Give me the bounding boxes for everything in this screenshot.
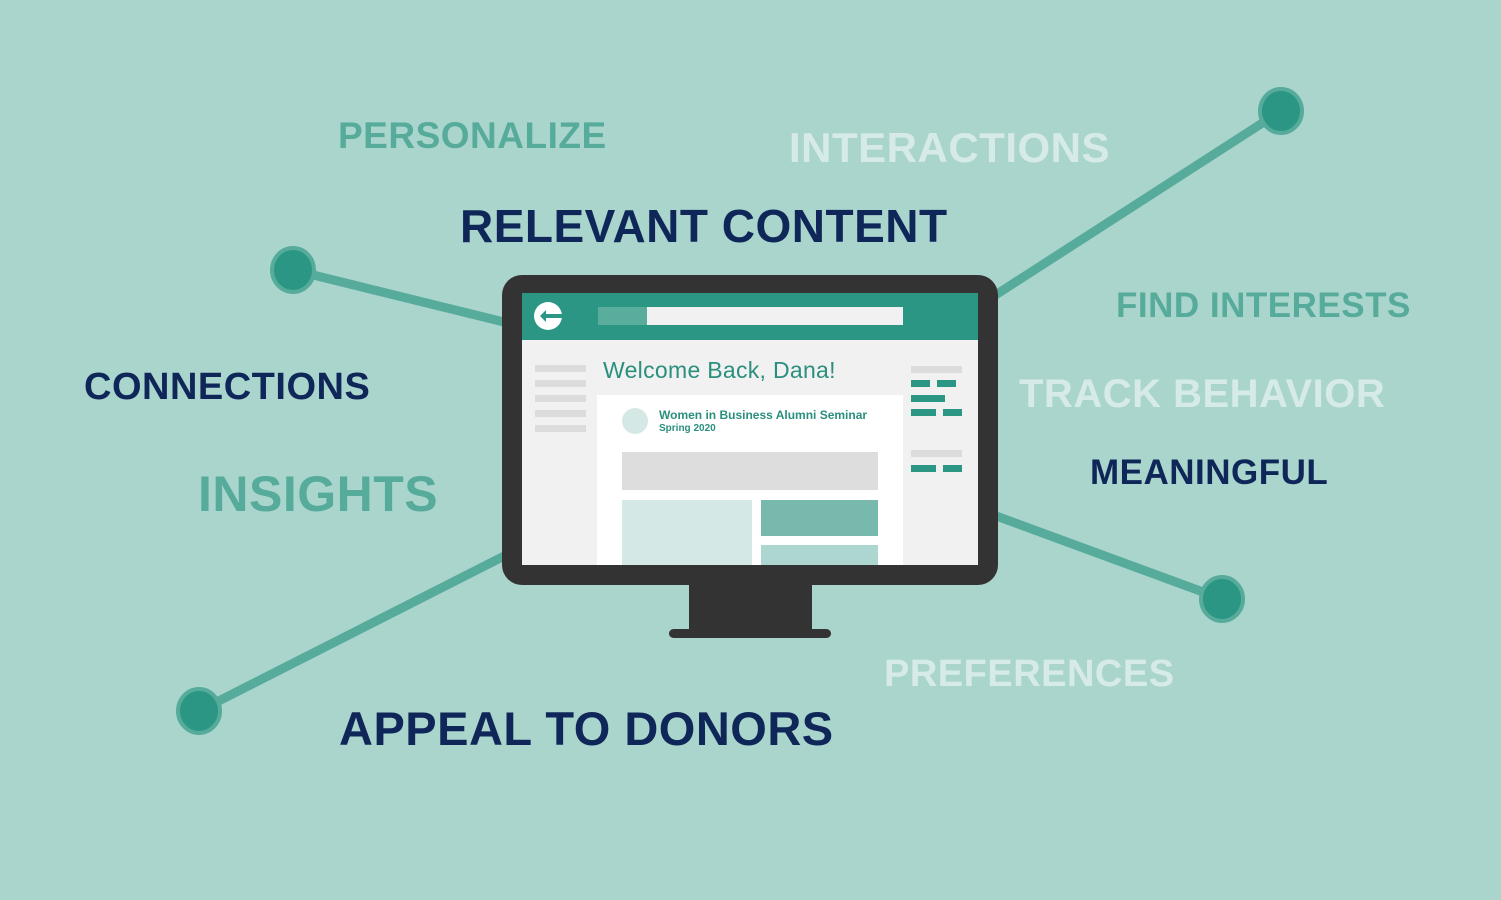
arrow-left-circle-icon — [540, 310, 562, 322]
left-nav-item[interactable] — [535, 365, 586, 372]
right-sidebar-tag[interactable] — [943, 409, 962, 416]
keyword-personalize: PERSONALIZE — [338, 115, 607, 156]
right-sidebar-heading — [911, 450, 962, 457]
keyword-interactions: INTERACTIONS — [789, 124, 1110, 171]
right-sidebar-tag[interactable] — [943, 465, 962, 472]
connector-line-bottom-left — [194, 543, 525, 716]
left-nav-item[interactable] — [535, 380, 586, 387]
right-sidebar-tag[interactable] — [937, 380, 956, 387]
left-nav-item[interactable] — [535, 410, 586, 417]
connector-line-bottom-right — [975, 505, 1227, 604]
event-title[interactable]: Women in Business Alumni Seminar — [659, 408, 868, 422]
event-card[interactable]: Women in Business Alumni Seminar Spring … — [597, 395, 903, 565]
url-bar-progress — [598, 307, 647, 325]
left-nav-item[interactable] — [535, 395, 586, 402]
browser-header — [522, 293, 978, 340]
event-image-placeholder — [622, 500, 752, 565]
right-sidebar-heading — [911, 366, 962, 373]
node-dot-bottom-right — [1199, 575, 1245, 623]
left-nav-item[interactable] — [535, 425, 586, 432]
event-secondary-placeholder — [761, 545, 878, 565]
back-button[interactable] — [534, 302, 562, 330]
url-bar[interactable] — [598, 307, 903, 325]
monitor-base — [669, 629, 831, 638]
monitor-stand — [689, 584, 812, 631]
right-sidebar-tag[interactable] — [911, 409, 936, 416]
right-sidebar-tag[interactable] — [911, 395, 945, 402]
connector-line-top-left — [288, 265, 525, 331]
keyword-meaningful: MEANINGFUL — [1090, 453, 1329, 492]
node-dot-bottom-left — [176, 687, 222, 735]
event-button-placeholder[interactable] — [761, 500, 878, 536]
keyword-appeal-to-donors: APPEAL TO DONORS — [339, 702, 834, 755]
monitor-screen: Welcome Back, Dana! Women in Business Al… — [522, 293, 978, 565]
keyword-insights: INSIGHTS — [198, 466, 439, 522]
connector-line-top-right — [975, 106, 1286, 310]
event-banner-placeholder — [622, 452, 878, 490]
right-sidebar-tag[interactable] — [911, 465, 936, 472]
node-dot-top-right — [1258, 87, 1304, 135]
event-subtitle: Spring 2020 — [659, 423, 716, 434]
event-avatar — [622, 408, 648, 434]
right-sidebar-tag[interactable] — [911, 380, 930, 387]
node-dot-top-left — [270, 246, 316, 294]
keyword-track-behavior: TRACK BEHAVIOR — [1019, 372, 1386, 416]
keyword-preferences: PREFERENCES — [884, 653, 1175, 695]
keyword-relevant-content: RELEVANT CONTENT — [460, 200, 948, 252]
keyword-connections: CONNECTIONS — [84, 366, 371, 408]
welcome-heading: Welcome Back, Dana! — [603, 357, 836, 383]
keyword-find-interests: FIND INTERESTS — [1116, 286, 1411, 325]
